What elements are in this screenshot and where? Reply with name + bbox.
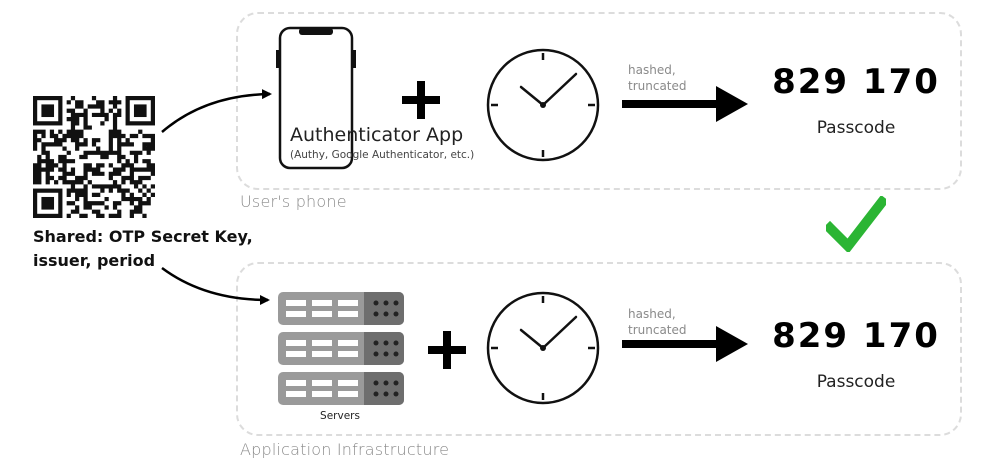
shared-secret-line-2: issuer, period (33, 251, 156, 270)
authenticator-app-subtitle: (Authy, Google Authenticator, etc.) (290, 149, 475, 161)
arrow-icon (622, 86, 748, 122)
phone-icon (276, 26, 356, 170)
qr-code-icon (33, 96, 155, 218)
passcode-value-infra: 829 170 (772, 316, 940, 356)
server-unit (278, 332, 404, 365)
users-phone-group (236, 12, 962, 190)
passcode-value-phone: 829 170 (772, 62, 940, 102)
hash-label-phone: hashed, truncated (628, 63, 687, 93)
server-icon (278, 292, 404, 405)
users-phone-label: User's phone (240, 192, 347, 211)
clock-minute-hand (541, 315, 578, 350)
plus-icon (428, 331, 466, 369)
clock-icon (486, 291, 600, 405)
arrow-to-phone (161, 89, 272, 133)
passcode-label-infra: Passcode (816, 372, 896, 392)
clock-icon (486, 48, 600, 162)
clock-hour-hand (519, 328, 545, 350)
passcode-label-phone: Passcode (816, 118, 896, 138)
application-infrastructure-group (236, 262, 962, 436)
check-icon (826, 196, 886, 252)
server-unit (278, 372, 404, 405)
arrow-icon (622, 326, 748, 362)
application-infrastructure-label: Application Infrastructure (240, 440, 450, 459)
shared-secret-line-1: Shared: OTP Secret Key, (33, 227, 253, 246)
servers-label: Servers (320, 410, 360, 422)
curved-arrows (161, 89, 272, 305)
clock-hour-hand (519, 85, 545, 107)
arrow-to-servers (161, 266, 270, 305)
plus-icon (402, 81, 440, 119)
server-unit (278, 292, 404, 325)
shared-secret-label: Shared: OTP Secret Key, issuer, period (33, 225, 253, 273)
clock-minute-hand (541, 72, 578, 107)
authenticator-app-name: Authenticator App (290, 124, 464, 146)
hash-label-infra: hashed, truncated (628, 307, 687, 337)
